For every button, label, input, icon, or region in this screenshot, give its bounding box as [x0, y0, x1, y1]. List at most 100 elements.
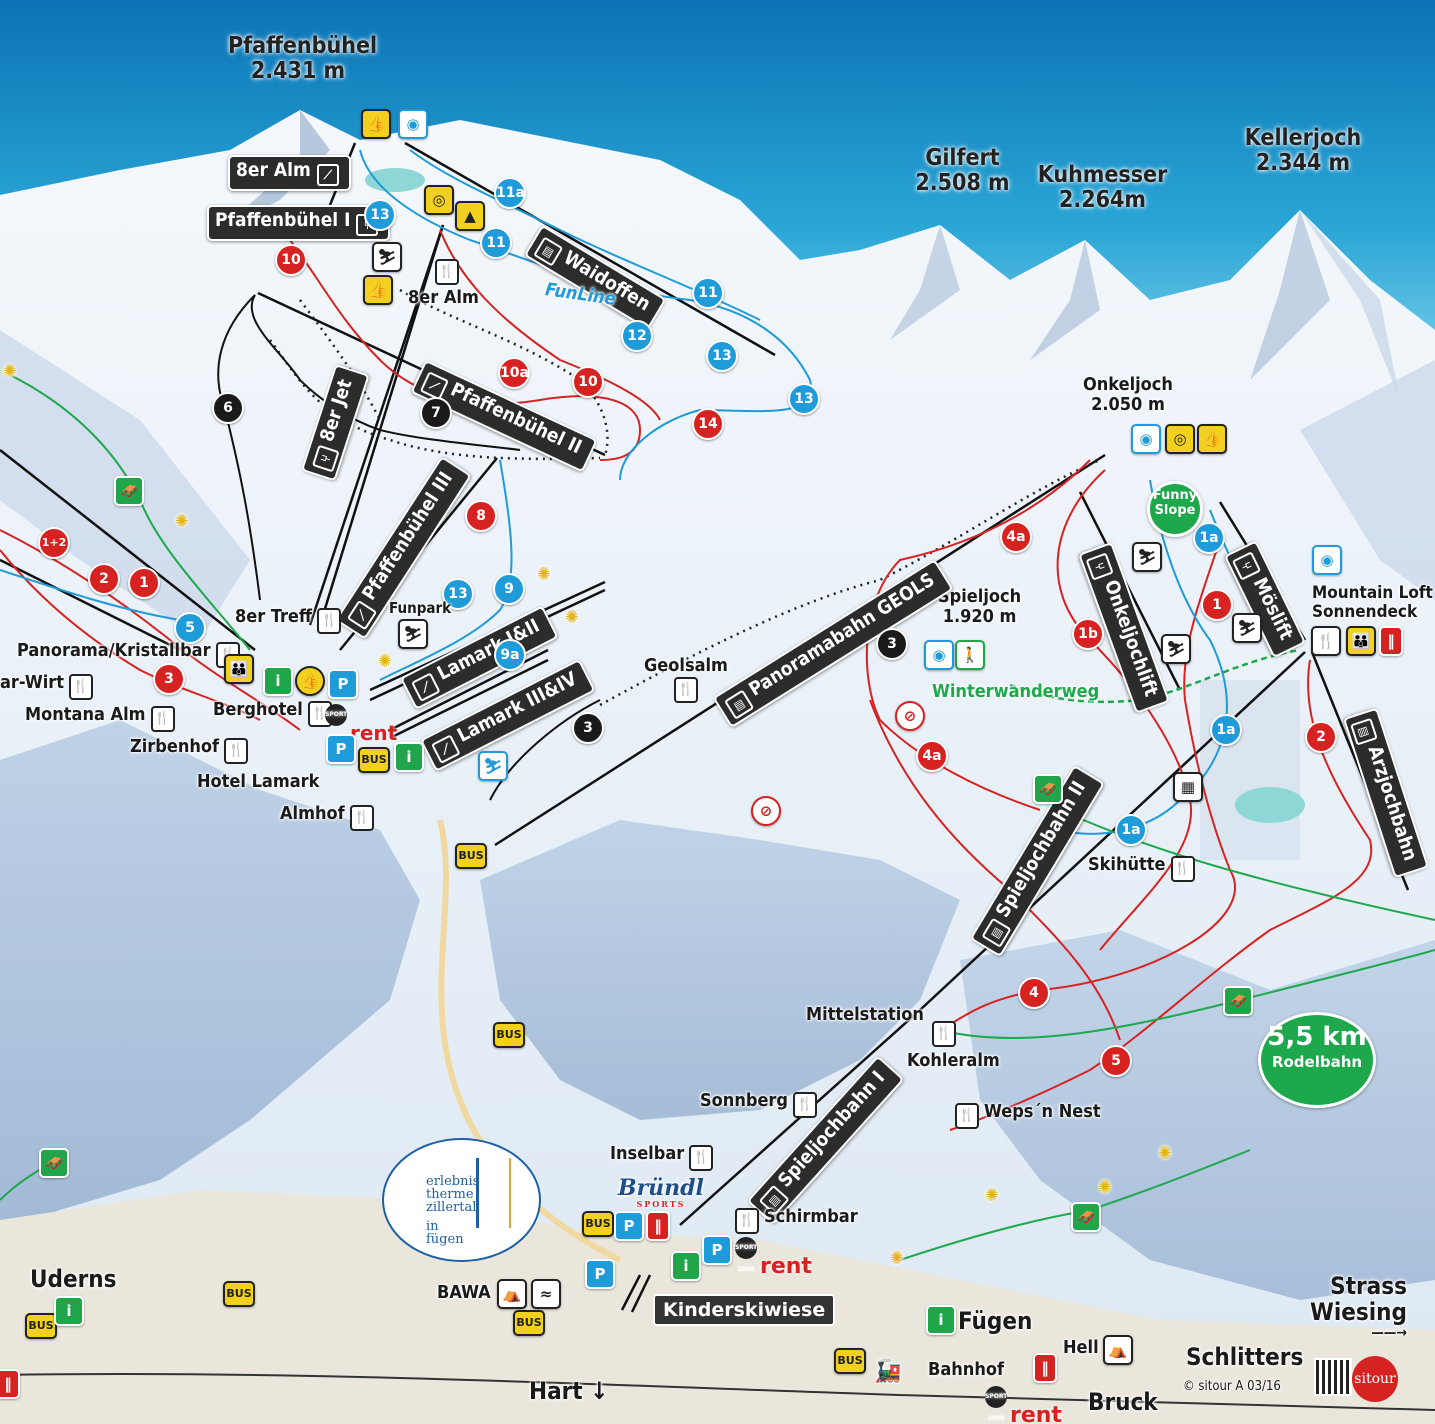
- photo-point-icon[interactable]: ▲: [455, 201, 485, 231]
- label-montana-alm: Montana Alm🍴: [25, 705, 175, 732]
- slope-1-badge[interactable]: 1: [1201, 589, 1233, 621]
- ski-route-icon[interactable]: ⛷: [372, 242, 402, 272]
- bus-stop-icon[interactable]: BUS: [455, 843, 487, 869]
- family-icon[interactable]: 👪: [224, 654, 254, 684]
- bus-stop-icon[interactable]: BUS: [513, 1310, 545, 1336]
- slope-1a-badge[interactable]: 1a: [1193, 522, 1225, 554]
- slope-4a-badge[interactable]: 4a: [916, 740, 948, 772]
- slope-9-badge[interactable]: 9: [493, 573, 525, 605]
- info-icon[interactable]: i: [54, 1296, 84, 1326]
- info-icon[interactable]: i: [671, 1251, 701, 1281]
- camping-icon[interactable]: ⛺: [1103, 1335, 1133, 1365]
- slope-1a-badge[interactable]: 1a: [1115, 814, 1147, 846]
- parking-icon[interactable]: P: [614, 1211, 644, 1241]
- slope-11-badge[interactable]: 11: [480, 227, 512, 259]
- slope-12-badge[interactable]: 12: [621, 320, 653, 352]
- lamp-icon: ✺: [985, 1185, 999, 1206]
- snowmaking-icon[interactable]: ▦: [1173, 772, 1203, 802]
- camping-icon[interactable]: ⛺: [497, 1279, 527, 1309]
- slope-4a-badge[interactable]: 4a: [1000, 521, 1032, 553]
- slope-13-badge[interactable]: 13: [706, 340, 738, 372]
- slope-7-badge[interactable]: 7: [420, 397, 452, 429]
- slope-2-badge[interactable]: 2: [88, 563, 120, 595]
- funpark-icon[interactable]: ⛷: [398, 619, 428, 649]
- toboggan-icon[interactable]: 🛷: [1223, 986, 1253, 1016]
- ski-rental-icon[interactable]: ‖: [1379, 626, 1403, 656]
- therme-logo-icon: [476, 1158, 511, 1228]
- slope-1b-badge[interactable]: 1b: [1072, 618, 1104, 650]
- ski-route-icon[interactable]: ⛷: [1132, 542, 1162, 572]
- viewpoint-eye-icon[interactable]: ◉: [924, 640, 954, 670]
- lift-8er-alm[interactable]: 8er Alm⟋: [228, 155, 351, 191]
- info-icon[interactable]: i: [263, 666, 293, 696]
- slope-10-badge[interactable]: 10: [275, 244, 307, 276]
- restaurant-icon[interactable]: 🍴: [1311, 626, 1341, 656]
- slope-2-badge[interactable]: 2: [1305, 721, 1337, 753]
- slope-3-badge[interactable]: 3: [153, 663, 185, 695]
- ski-school-icon[interactable]: ⛷: [1161, 634, 1191, 664]
- label-kohleralm: 🍴Kohleralm: [907, 1020, 1000, 1071]
- toboggan-icon[interactable]: 🛷: [39, 1148, 69, 1178]
- slope-10-badge[interactable]: 10: [572, 366, 604, 398]
- slope-10a-badge[interactable]: 10a: [498, 357, 530, 389]
- ski-rental-icon[interactable]: ‖: [0, 1369, 20, 1399]
- lift-pfaffenbuehel-1[interactable]: Pfaffenbühel I⑂: [207, 205, 391, 241]
- slope-8-badge[interactable]: 8: [465, 500, 497, 532]
- cross-country-icon[interactable]: ⛷: [478, 751, 508, 781]
- viewpoint-eye-icon[interactable]: ◉: [398, 109, 428, 139]
- slope-5-badge[interactable]: 5: [174, 612, 206, 644]
- slope-4-badge[interactable]: 4: [1018, 977, 1050, 1009]
- viewpoint-eye-icon[interactable]: ◉: [1312, 545, 1342, 575]
- bus-stop-icon[interactable]: BUS: [358, 747, 390, 773]
- bus-stop-icon[interactable]: BUS: [834, 1348, 866, 1374]
- slope-3-badge[interactable]: 3: [572, 712, 604, 744]
- funny-slope-badge[interactable]: Funny Slope: [1147, 481, 1203, 537]
- chairlift-icon: ⑂: [1231, 551, 1262, 581]
- slope-1-2-badge[interactable]: 1+2: [38, 527, 70, 559]
- slope-13-badge[interactable]: 13: [364, 199, 396, 231]
- ski-rental-icon[interactable]: ‖: [1033, 1353, 1057, 1383]
- hiking-icon[interactable]: 🚶: [955, 640, 985, 670]
- label-bruck: Bruck: [1088, 1388, 1158, 1416]
- therme-badge[interactable]: erlebnis therme zillertal in fügen: [382, 1138, 541, 1262]
- swimming-icon[interactable]: ≈: [531, 1279, 561, 1309]
- thumbs-up-icon[interactable]: 👍: [361, 109, 391, 139]
- slope-11-badge[interactable]: 11: [692, 277, 724, 309]
- ski-rental-icon[interactable]: ‖: [646, 1211, 670, 1241]
- info-icon[interactable]: i: [926, 1305, 956, 1335]
- slope-9a-badge[interactable]: 9a: [494, 639, 526, 671]
- rodelbahn-badge[interactable]: 5,5 km Rodelbahn: [1258, 1012, 1376, 1108]
- info-icon[interactable]: i: [394, 742, 424, 772]
- parking-icon[interactable]: P: [328, 669, 358, 699]
- slope-13-badge[interactable]: 13: [788, 383, 820, 415]
- bus-stop-icon[interactable]: BUS: [223, 1281, 255, 1307]
- slope-6-badge[interactable]: 6: [212, 392, 244, 424]
- slope-1-badge[interactable]: 1: [128, 567, 160, 599]
- thumbs-up-icon[interactable]: 👍: [1197, 424, 1227, 454]
- bus-stop-icon[interactable]: BUS: [493, 1022, 525, 1048]
- bus-stop-icon[interactable]: BUS: [582, 1211, 614, 1237]
- audio-point-icon[interactable]: ◎: [1165, 424, 1195, 454]
- toboggan-icon[interactable]: 🛷: [1033, 774, 1063, 804]
- viewpoint-eye-icon[interactable]: ◉: [1131, 424, 1161, 454]
- slope-3-badge[interactable]: 3: [876, 628, 908, 660]
- thumbs-up-icon[interactable]: 👍: [363, 275, 393, 305]
- toboggan-icon[interactable]: 🛷: [1071, 1202, 1101, 1232]
- ski-school-icon[interactable]: ⛷: [1232, 613, 1262, 643]
- slope-11a-badge[interactable]: 11a: [494, 177, 526, 209]
- slope-14-badge[interactable]: 14: [692, 408, 724, 440]
- toboggan-icon[interactable]: 🛷: [114, 476, 144, 506]
- family-icon[interactable]: 👪: [1346, 626, 1376, 656]
- slope-5-badge[interactable]: 5: [1100, 1045, 1132, 1077]
- slope-13-badge[interactable]: 13: [442, 578, 474, 610]
- audio-point-icon[interactable]: ◎: [424, 185, 454, 215]
- parking-icon[interactable]: P: [585, 1259, 615, 1289]
- label-schirmbar: 🍴Schirmbar: [735, 1207, 858, 1234]
- bus-stop-icon[interactable]: BUS: [25, 1313, 57, 1339]
- parking-icon[interactable]: P: [702, 1235, 732, 1265]
- slope-1a-badge[interactable]: 1a: [1210, 714, 1242, 746]
- thumbs-up-icon[interactable]: 👍: [295, 666, 325, 696]
- parking-icon[interactable]: P: [326, 734, 356, 764]
